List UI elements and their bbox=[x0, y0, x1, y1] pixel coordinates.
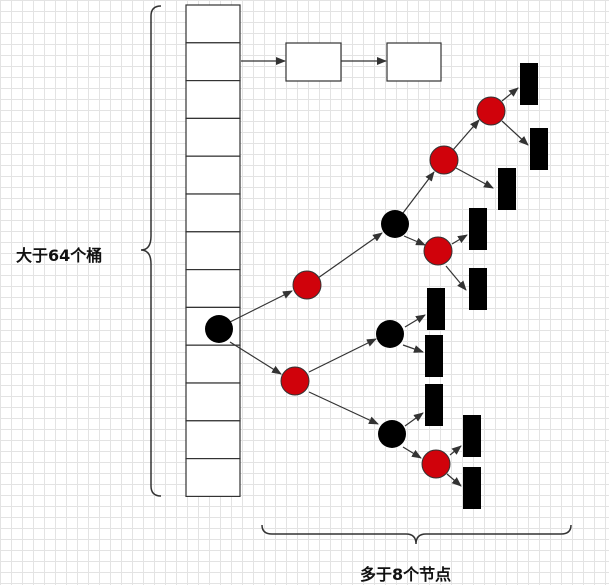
leaf-node bbox=[463, 415, 481, 457]
list-node bbox=[285, 42, 342, 82]
bucket-cell bbox=[185, 42, 241, 82]
bucket-cell bbox=[185, 4, 241, 44]
edge bbox=[449, 445, 462, 456]
bucket-cell bbox=[185, 420, 241, 460]
red-node bbox=[423, 236, 453, 266]
buckets-label: 大于64个桶 bbox=[16, 246, 103, 265]
edge bbox=[403, 235, 426, 246]
edge bbox=[229, 341, 282, 375]
red-node bbox=[292, 270, 322, 300]
left-brace bbox=[140, 5, 162, 497]
nodes-label: 多于8个节点 bbox=[360, 565, 452, 584]
edge bbox=[402, 344, 424, 353]
edge bbox=[404, 314, 426, 328]
black-node bbox=[376, 320, 404, 348]
edge bbox=[452, 119, 480, 151]
edge bbox=[446, 473, 462, 487]
bucket-cell bbox=[185, 231, 241, 271]
bottom-brace bbox=[261, 524, 572, 545]
edge bbox=[317, 232, 383, 279]
bucket-cell bbox=[185, 458, 241, 498]
bucket-cell bbox=[185, 79, 241, 119]
bucket-array bbox=[185, 4, 241, 498]
bucket-cell bbox=[185, 382, 241, 422]
edge bbox=[445, 265, 467, 291]
edge bbox=[501, 87, 519, 102]
red-node bbox=[421, 449, 451, 479]
list-node bbox=[386, 42, 442, 82]
edge bbox=[451, 234, 468, 245]
leaf-node bbox=[530, 128, 548, 170]
red-node bbox=[429, 145, 459, 175]
leaf-node bbox=[425, 335, 443, 377]
edge bbox=[402, 171, 435, 214]
black-node bbox=[381, 210, 409, 238]
bucket-cell bbox=[185, 155, 241, 195]
red-node bbox=[476, 96, 506, 126]
leaf-node bbox=[520, 63, 538, 105]
leaf-node bbox=[469, 208, 487, 250]
bucket-cell bbox=[185, 117, 241, 157]
edges bbox=[229, 57, 529, 487]
bucket-cell bbox=[185, 269, 241, 309]
tree-nodes bbox=[205, 96, 506, 479]
edge bbox=[308, 338, 377, 373]
edge bbox=[501, 120, 529, 146]
leaf-nodes bbox=[425, 63, 548, 509]
edge bbox=[402, 446, 422, 459]
edge bbox=[308, 391, 379, 425]
leaf-node bbox=[425, 384, 443, 426]
leaf-node bbox=[427, 288, 445, 330]
leaf-node bbox=[469, 268, 487, 310]
leaf-node bbox=[498, 168, 516, 210]
red-node bbox=[280, 366, 310, 396]
edge bbox=[404, 412, 424, 427]
leaf-node bbox=[463, 467, 481, 509]
bucket-cell bbox=[185, 193, 241, 233]
tree-root-black-node bbox=[205, 315, 233, 343]
edge bbox=[455, 167, 494, 189]
bucket-cell bbox=[185, 344, 241, 384]
edge bbox=[229, 290, 293, 323]
black-node bbox=[378, 420, 406, 448]
